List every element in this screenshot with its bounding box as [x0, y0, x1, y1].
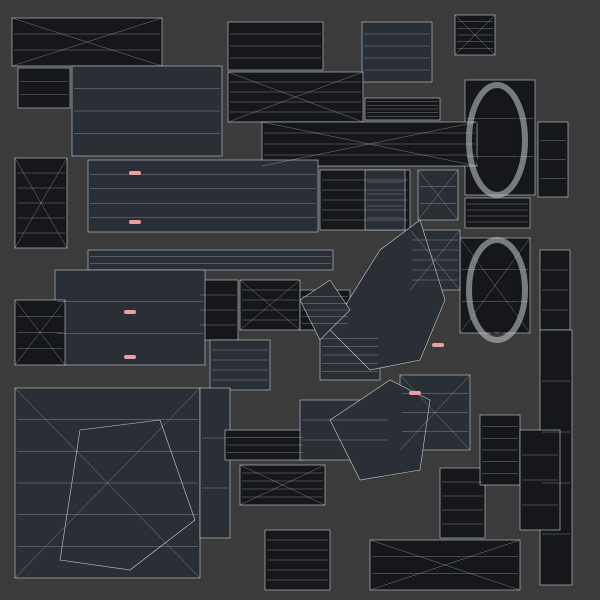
uv-wire-line — [14, 387, 201, 579]
uv-island — [87, 249, 334, 271]
uv-ring-wire — [474, 90, 520, 190]
uv-wire-line — [459, 237, 531, 334]
uv-island — [199, 387, 231, 539]
uv-wire-line — [369, 539, 521, 591]
uv-ring-island — [466, 237, 528, 343]
uv-light-markers — [124, 171, 444, 395]
uv-wire-line — [399, 374, 471, 451]
uv-island — [54, 269, 206, 366]
uv-wire-line — [14, 157, 68, 249]
uv-wire-line — [261, 121, 478, 167]
uv-island — [209, 339, 271, 391]
uv-island-poly — [329, 379, 431, 481]
uv-wire-line — [227, 71, 364, 123]
uv-light-marker — [129, 220, 141, 224]
uv-ring-wire — [474, 245, 520, 335]
uv-wire-line — [239, 464, 326, 506]
uv-wire-line — [454, 14, 496, 56]
uv-ring-island — [466, 82, 528, 198]
uv-island — [464, 197, 531, 229]
uv-island-poly — [329, 219, 446, 371]
uv-light-marker — [129, 171, 141, 175]
uv-island — [439, 467, 486, 539]
uv-island — [17, 67, 71, 109]
uv-wire-line — [239, 279, 301, 331]
uv-wireframe — [11, 14, 570, 591]
uv-wire-line — [417, 169, 459, 221]
uv-wire-line — [14, 299, 66, 366]
uv-light-marker — [409, 391, 421, 395]
uv-island-poly — [59, 419, 196, 571]
uv-wire-line — [11, 17, 163, 67]
uv-island — [87, 159, 319, 233]
uv-light-marker — [124, 310, 136, 314]
uv-wire-line — [409, 229, 461, 291]
uv-island — [361, 21, 433, 83]
uv-light-marker — [124, 355, 136, 359]
uv-light-marker — [432, 343, 444, 347]
